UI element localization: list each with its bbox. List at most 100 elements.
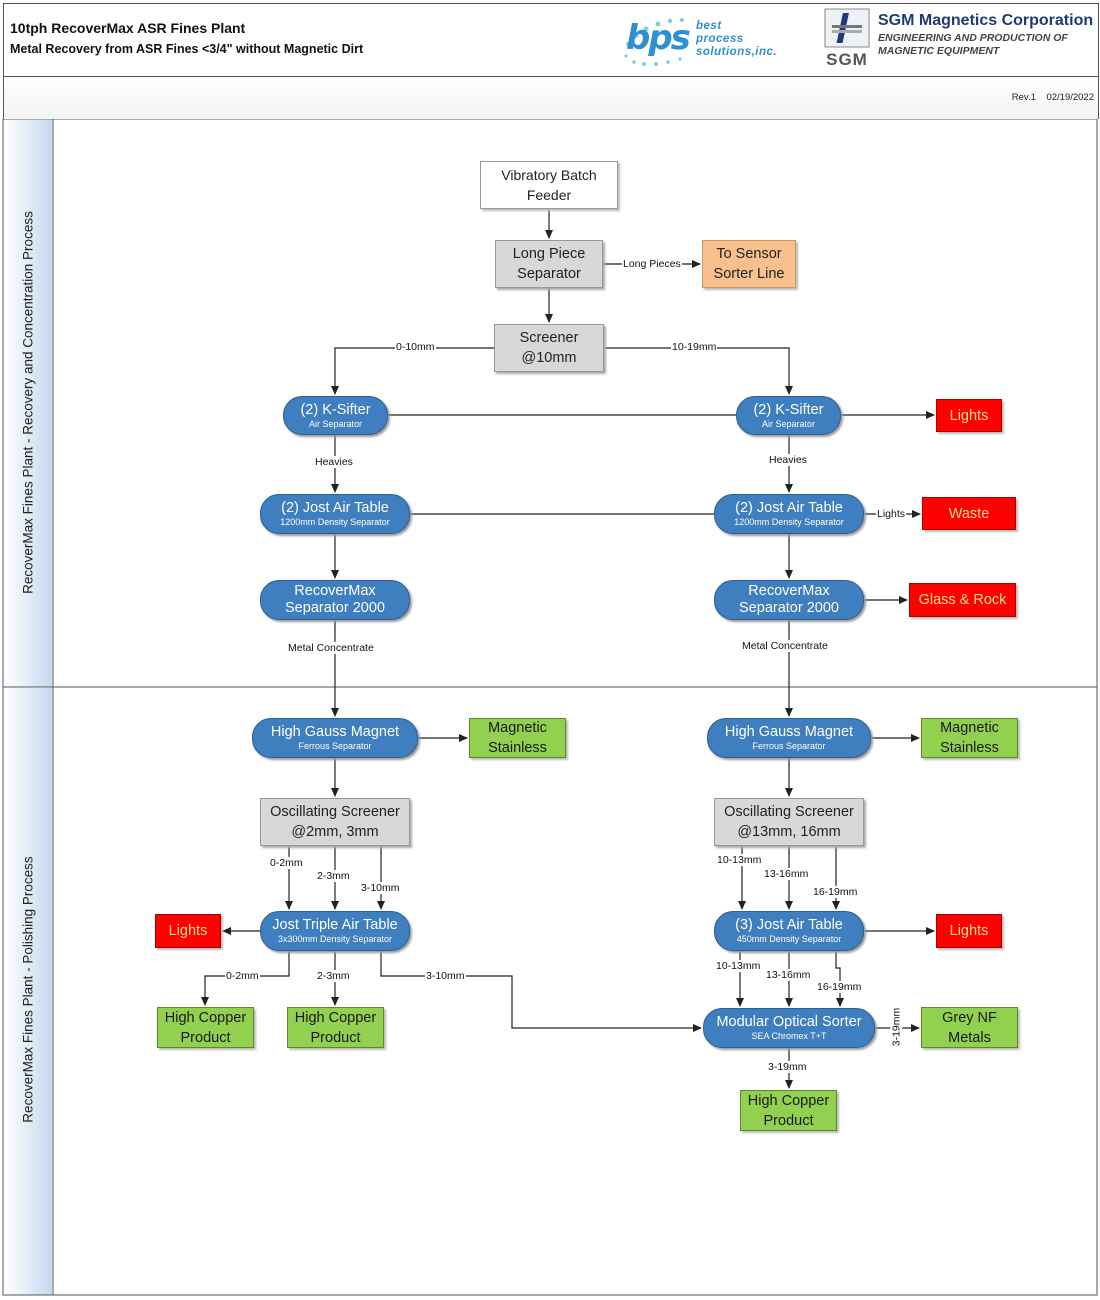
node-label: (2) Jost Air Table xyxy=(735,500,843,516)
node-waste: Waste xyxy=(922,497,1016,530)
node-label: Screener xyxy=(519,330,579,346)
node-label: Lights xyxy=(949,923,989,939)
node-label: Vibratory Batch xyxy=(501,167,597,183)
edge-label-long-pieces: Long Pieces xyxy=(622,258,682,270)
node-label: Product xyxy=(310,1029,361,1046)
bps-wordmark: bps xyxy=(626,18,691,58)
revision-bar: Rev.1 02/19/2022 xyxy=(3,77,1099,119)
connector-screener-to-ks-right xyxy=(604,347,793,395)
node-label: Magnetic xyxy=(488,720,547,736)
node-label: Lights xyxy=(949,407,989,424)
sgm-logo-icon xyxy=(824,8,870,48)
edge-label-j3-10-13mm: 10-13mm xyxy=(715,960,762,972)
edge-label-j3-13-16mm: 13-16mm xyxy=(765,969,812,981)
node-label: Magnetic xyxy=(940,720,999,736)
edge-label-jt-2-3mm: 2-3mm xyxy=(316,970,351,982)
node-label: Modular Optical Sorter xyxy=(716,1014,862,1030)
page-subtitle: Metal Recovery from ASR Fines <3/4" with… xyxy=(10,42,364,56)
node-glass-rock: Glass & Rock xyxy=(909,583,1016,617)
node-label: Stainless xyxy=(488,740,547,756)
sgm-company-name: SGM Magnetics Corporation xyxy=(878,12,1094,29)
node-label: @10mm xyxy=(521,350,577,366)
sgm-wordmark: SGM xyxy=(826,50,868,69)
node-label: High Gauss Magnet xyxy=(270,724,400,740)
node-label: @13mm, 16mm xyxy=(737,824,841,840)
node-label: @2mm, 3mm xyxy=(291,824,379,840)
node-label: RecoverMax xyxy=(294,583,376,599)
edge-label-lights-waste: Lights xyxy=(876,508,907,520)
node-lights-triple-table: Lights xyxy=(155,914,221,948)
node-label: Oscillating Screener xyxy=(270,804,400,820)
node-sublabel: Air Separator xyxy=(761,418,816,429)
node-label: (2) K-Sifter xyxy=(753,401,824,418)
bps-dots-icon xyxy=(624,18,684,66)
edge-label-j3-16-19mm: 16-19mm xyxy=(816,981,863,993)
node-label: Product xyxy=(763,1112,814,1129)
edge-label-os-right-16-19mm: 16-19mm xyxy=(812,886,859,898)
sgm-tagline-2: MAGNETIC EQUIPMENT xyxy=(878,45,1000,57)
node-label: Glass & Rock xyxy=(918,592,1007,608)
node-label: High Copper xyxy=(747,1092,830,1109)
node-label: (3) Jost Air Table xyxy=(735,917,843,933)
node-label: Separator 2000 xyxy=(285,600,385,616)
node-grey-nf-metals: Grey NF Metals xyxy=(921,1007,1018,1048)
title-block: 10tph RecoverMax ASR Fines Plant Metal R… xyxy=(3,3,1099,77)
edge-label-10-19mm: 10-19mm xyxy=(671,341,718,353)
diagram-border xyxy=(2,118,1098,1296)
edge-label-jt-3-10mm: 3-10mm xyxy=(425,970,466,982)
sgm-tagline-1: ENGINEERING AND PRODUCTION OF xyxy=(878,32,1068,44)
node-sublabel: Ferrous Separator xyxy=(752,741,826,751)
node-label: Separator 2000 xyxy=(739,600,839,616)
edge-label-jt-0-2mm: 0-2mm xyxy=(225,970,260,982)
node-label: Separator xyxy=(517,266,581,282)
node-label: Metals xyxy=(948,1029,991,1046)
lane-band-2 xyxy=(4,688,52,1295)
edge-label-os-right-10-13mm: 10-13mm xyxy=(716,854,763,866)
node-label: Product xyxy=(180,1029,231,1046)
bps-line-1: best xyxy=(696,20,722,32)
revision-info: Rev.1 02/19/2022 xyxy=(1012,92,1094,103)
node-sublabel: 1200mm Density Separator xyxy=(734,517,844,527)
page-title: 10tph RecoverMax ASR Fines Plant xyxy=(10,20,246,36)
lane-title-polishing: RecoverMax Fines Plant - Polishing Proce… xyxy=(20,856,36,1123)
bps-line-3: solutions,inc. xyxy=(696,46,778,58)
connector-jat3-to-mos-c xyxy=(835,951,844,1007)
node-screener-10mm: Screener @10mm xyxy=(494,324,604,372)
node-label: Grey NF xyxy=(942,1009,997,1026)
node-label: To Sensor xyxy=(716,246,782,262)
node-label: RecoverMax xyxy=(748,583,830,599)
node-label: (2) K-Sifter xyxy=(300,401,371,418)
node-label: High Gauss Magnet xyxy=(724,724,854,740)
lane-title-recovery: RecoverMax Fines Plant - Recovery and Co… xyxy=(20,211,36,594)
edge-label-mos-grey-3-19mm: 3-19mm xyxy=(890,1006,903,1048)
edge-label-heavies-right: Heavies xyxy=(768,454,808,466)
node-sublabel: Air Separator xyxy=(308,418,363,429)
node-label: Long Piece xyxy=(512,246,586,262)
sgm-logo: SGM xyxy=(824,8,870,70)
node-label: Waste xyxy=(948,505,990,522)
edge-label-os-right-13-16mm: 13-16mm xyxy=(763,868,810,880)
node-label: (2) Jost Air Table xyxy=(281,500,389,516)
sgm-tagline: ENGINEERING AND PRODUCTION OF MAGNETIC E… xyxy=(878,32,1068,58)
node-label: Oscillating Screener xyxy=(724,804,854,820)
edge-label-0-10mm: 0-10mm xyxy=(395,341,436,353)
node-label: Sorter Line xyxy=(713,266,785,282)
node-label: High Copper xyxy=(164,1009,247,1026)
node-label: High Copper xyxy=(294,1009,377,1026)
